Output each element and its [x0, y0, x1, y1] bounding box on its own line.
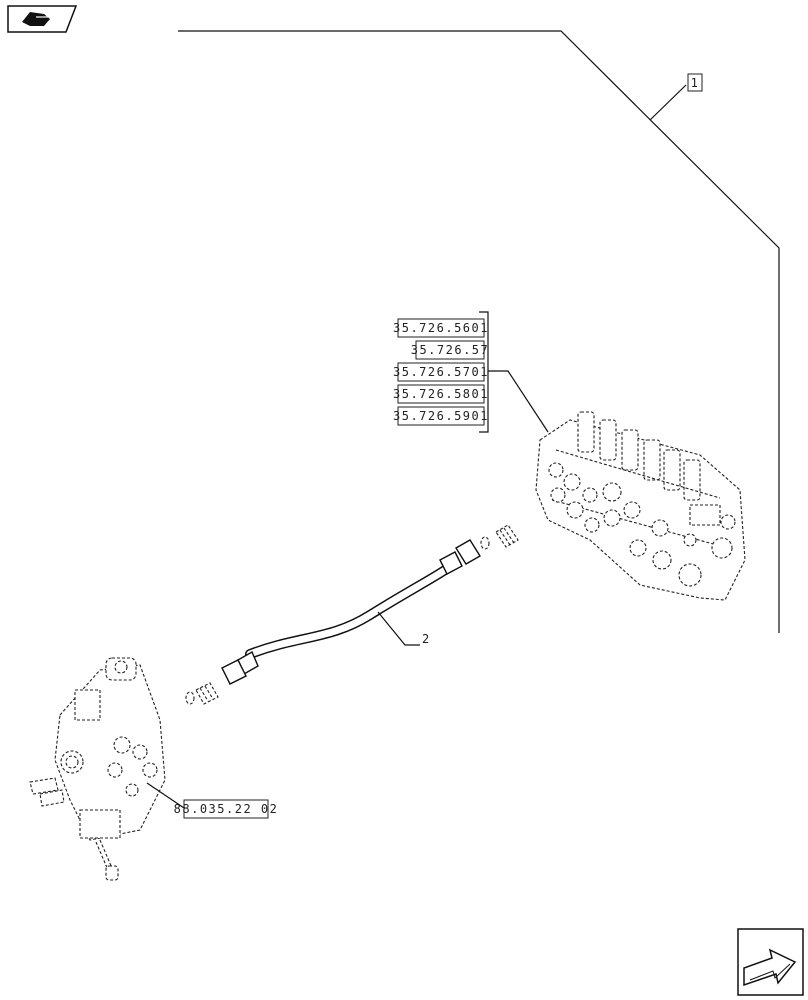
- callout-item-2[interactable]: 2: [422, 632, 431, 646]
- book-pointer-icon[interactable]: [7, 5, 78, 33]
- callout-item-1[interactable]: 1: [687, 73, 703, 92]
- valve-ref-leader: [146, 782, 185, 809]
- hydraulic-hose: [221, 539, 481, 685]
- svg-text:35.726.5601: 35.726.5601: [393, 321, 489, 335]
- left-fitting: [185, 682, 219, 705]
- ref-label-35-726-5701[interactable]: 35.726.5701: [393, 362, 489, 382]
- ref-label-35-726-5601[interactable]: 35.726.5601: [393, 318, 489, 338]
- next-page-arrow-icon[interactable]: [737, 928, 804, 996]
- right-fitting: [480, 524, 519, 550]
- ref-label-88-035-22-02[interactable]: 88.035.22 02: [174, 799, 279, 819]
- svg-text:35.726.5701: 35.726.5701: [393, 365, 489, 379]
- svg-text:88.035.22 02: 88.035.22 02: [174, 802, 279, 816]
- ref-label-35-726-5801[interactable]: 35.726.5801: [393, 384, 489, 404]
- ref-bracket: [479, 311, 489, 433]
- svg-text:1: 1: [691, 76, 700, 90]
- ref-label-35-726-57[interactable]: 35.726.57: [411, 340, 490, 360]
- ref-label-35-726-5901[interactable]: 35.726.5901: [393, 406, 489, 426]
- auxiliary-valve: [29, 657, 166, 881]
- main-control-valve: [535, 411, 746, 601]
- svg-text:35.726.5801: 35.726.5801: [393, 387, 489, 401]
- ref-leader: [488, 370, 549, 433]
- svg-text:35.726.57: 35.726.57: [411, 343, 490, 357]
- svg-text:35.726.5901: 35.726.5901: [393, 409, 489, 423]
- assembly-leader-line: [178, 30, 780, 633]
- item-2-leader: [377, 611, 420, 646]
- reference-label-group: 35.726.5601 35.726.57 35.726.5701 35.726…: [393, 311, 549, 433]
- item-1-leader: [649, 84, 687, 121]
